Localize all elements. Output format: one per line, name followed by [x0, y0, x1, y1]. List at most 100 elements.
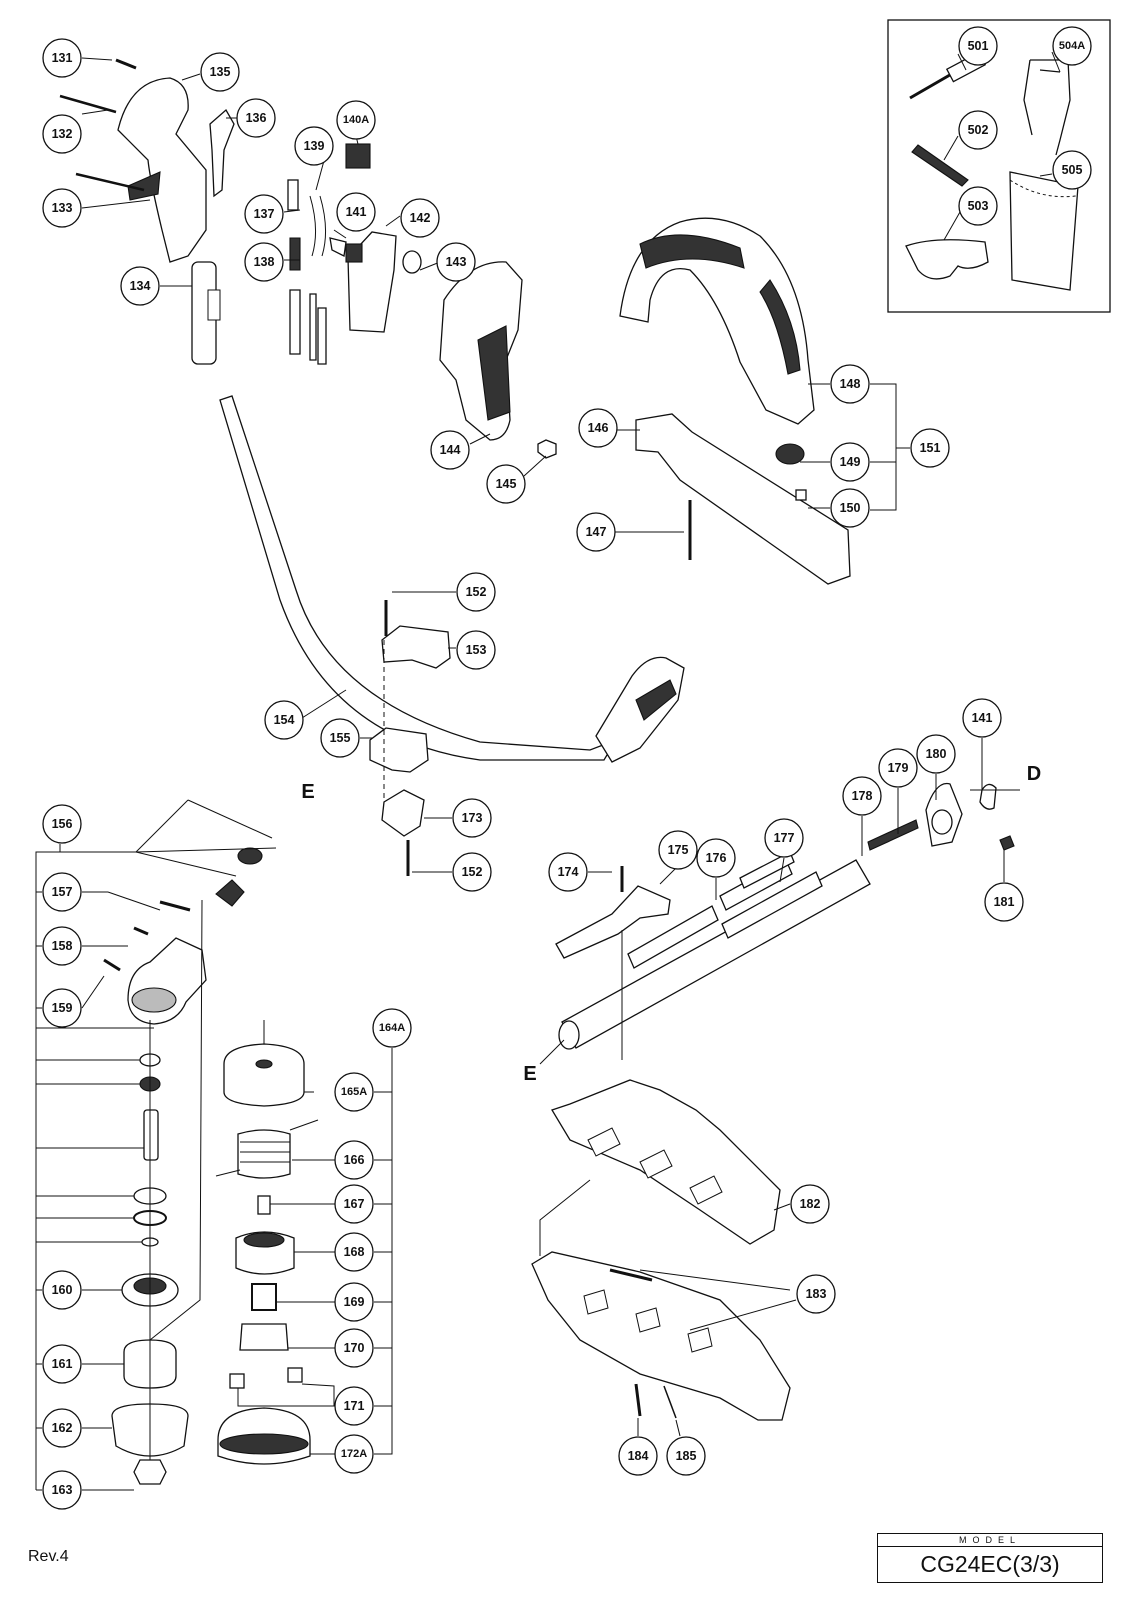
- callout-163: 163: [42, 1470, 82, 1510]
- svg-text:137: 137: [254, 207, 275, 221]
- callout-156: 156: [42, 804, 82, 844]
- callout-166: 166: [334, 1140, 374, 1180]
- callout-162: 162: [42, 1408, 82, 1448]
- svg-text:136: 136: [246, 111, 267, 125]
- mounting-bracket: [555, 885, 671, 959]
- svg-text:147: 147: [586, 525, 607, 539]
- svg-text:172A: 172A: [341, 1448, 367, 1460]
- callout-179: 179: [878, 748, 918, 788]
- callout-165a: 165A: [334, 1072, 374, 1112]
- svg-text:168: 168: [344, 1245, 365, 1259]
- callout-503: 503: [958, 186, 998, 226]
- callout-169: 169: [334, 1282, 374, 1322]
- callout-153: 153: [456, 630, 496, 670]
- callout-159: 159: [42, 988, 82, 1028]
- svg-text:184: 184: [628, 1449, 649, 1463]
- svg-text:143: 143: [446, 255, 467, 269]
- callout-160: 160: [42, 1270, 82, 1310]
- callout-150: 150: [830, 488, 870, 528]
- tool-bag: [1009, 171, 1079, 291]
- callouts: 131 132 133 134 135 136 137 138 139 140A…: [42, 26, 1092, 1510]
- cutter-guard-lower: [531, 1251, 791, 1421]
- svg-text:157: 157: [52, 885, 73, 899]
- callout-172a: 172A: [334, 1434, 374, 1474]
- svg-text:131: 131: [52, 51, 73, 65]
- svg-text:163: 163: [52, 1483, 73, 1497]
- svg-text:138: 138: [254, 255, 275, 269]
- svg-text:148: 148: [840, 377, 861, 391]
- throttle-cable: [309, 195, 326, 257]
- svg-text:181: 181: [994, 895, 1015, 909]
- svg-text:146: 146: [588, 421, 609, 435]
- svg-text:151: 151: [920, 441, 941, 455]
- harness: [1023, 59, 1071, 156]
- svg-text:133: 133: [52, 201, 73, 215]
- svg-text:170: 170: [344, 1341, 365, 1355]
- svg-text:152: 152: [466, 585, 487, 599]
- shield-cover: [627, 905, 719, 969]
- callout-142: 142: [400, 198, 440, 238]
- callout-141-right: 141: [962, 698, 1002, 738]
- svg-text:162: 162: [52, 1421, 73, 1435]
- callout-133: 133: [42, 188, 82, 228]
- svg-text:152: 152: [462, 865, 483, 879]
- callout-502: 502: [958, 110, 998, 150]
- svg-text:156: 156: [52, 817, 73, 831]
- callout-144: 144: [430, 430, 470, 470]
- throttle-lever: [209, 108, 235, 198]
- svg-text:167: 167: [344, 1197, 365, 1211]
- svg-text:183: 183: [806, 1287, 827, 1301]
- callout-131: 131: [42, 38, 82, 78]
- gear-case: [127, 937, 207, 1025]
- throttle-housing-half: [117, 77, 207, 263]
- callout-181: 181: [984, 882, 1024, 922]
- nylon-cord-spool: [215, 1119, 319, 1179]
- accessory-box: [887, 19, 1111, 313]
- svg-text:154: 154: [274, 713, 295, 727]
- revision-label: Rev.4: [28, 1548, 69, 1565]
- svg-text:501: 501: [968, 39, 989, 53]
- callout-145: 145: [486, 464, 526, 504]
- shaft-cover: [721, 871, 823, 939]
- clamp-shell: [381, 789, 425, 837]
- svg-text:505: 505: [1062, 163, 1083, 177]
- callout-140a: 140A: [336, 100, 376, 140]
- callout-183: 183: [796, 1274, 836, 1314]
- callout-182: 182: [790, 1184, 830, 1224]
- callout-180: 180: [916, 734, 956, 774]
- svg-text:504A: 504A: [1059, 40, 1085, 52]
- svg-text:135: 135: [210, 65, 231, 79]
- svg-text:164A: 164A: [379, 1022, 405, 1034]
- callout-141-top: 141: [336, 192, 376, 232]
- callout-501: 501: [958, 26, 998, 66]
- svg-text:150: 150: [840, 501, 861, 515]
- svg-text:149: 149: [840, 455, 861, 469]
- safety-goggles: [905, 239, 989, 280]
- callout-132: 132: [42, 114, 82, 154]
- svg-text:142: 142: [410, 211, 431, 225]
- svg-text:169: 169: [344, 1295, 365, 1309]
- svg-text:161: 161: [52, 1357, 73, 1371]
- section-letter-e-bottom: E: [523, 1063, 536, 1085]
- svg-text:134: 134: [130, 279, 151, 293]
- callout-137: 137: [244, 194, 284, 234]
- callout-161: 161: [42, 1344, 82, 1384]
- callout-135: 135: [200, 52, 240, 92]
- svg-text:140A: 140A: [343, 114, 369, 126]
- svg-text:141: 141: [346, 205, 367, 219]
- callout-167: 167: [334, 1184, 374, 1224]
- callout-164a: 164A: [372, 1008, 412, 1048]
- svg-text:177: 177: [774, 831, 795, 845]
- callout-170: 170: [334, 1328, 374, 1368]
- callout-176: 176: [696, 838, 736, 878]
- callout-178: 178: [842, 776, 882, 816]
- svg-text:155: 155: [330, 731, 351, 745]
- callout-168: 168: [334, 1232, 374, 1272]
- callout-184: 184: [618, 1436, 658, 1476]
- svg-text:132: 132: [52, 127, 73, 141]
- clamp-upper: [381, 625, 451, 669]
- callout-146: 146: [578, 408, 618, 448]
- clamp-lower: [369, 727, 429, 773]
- svg-text:165A: 165A: [341, 1086, 367, 1098]
